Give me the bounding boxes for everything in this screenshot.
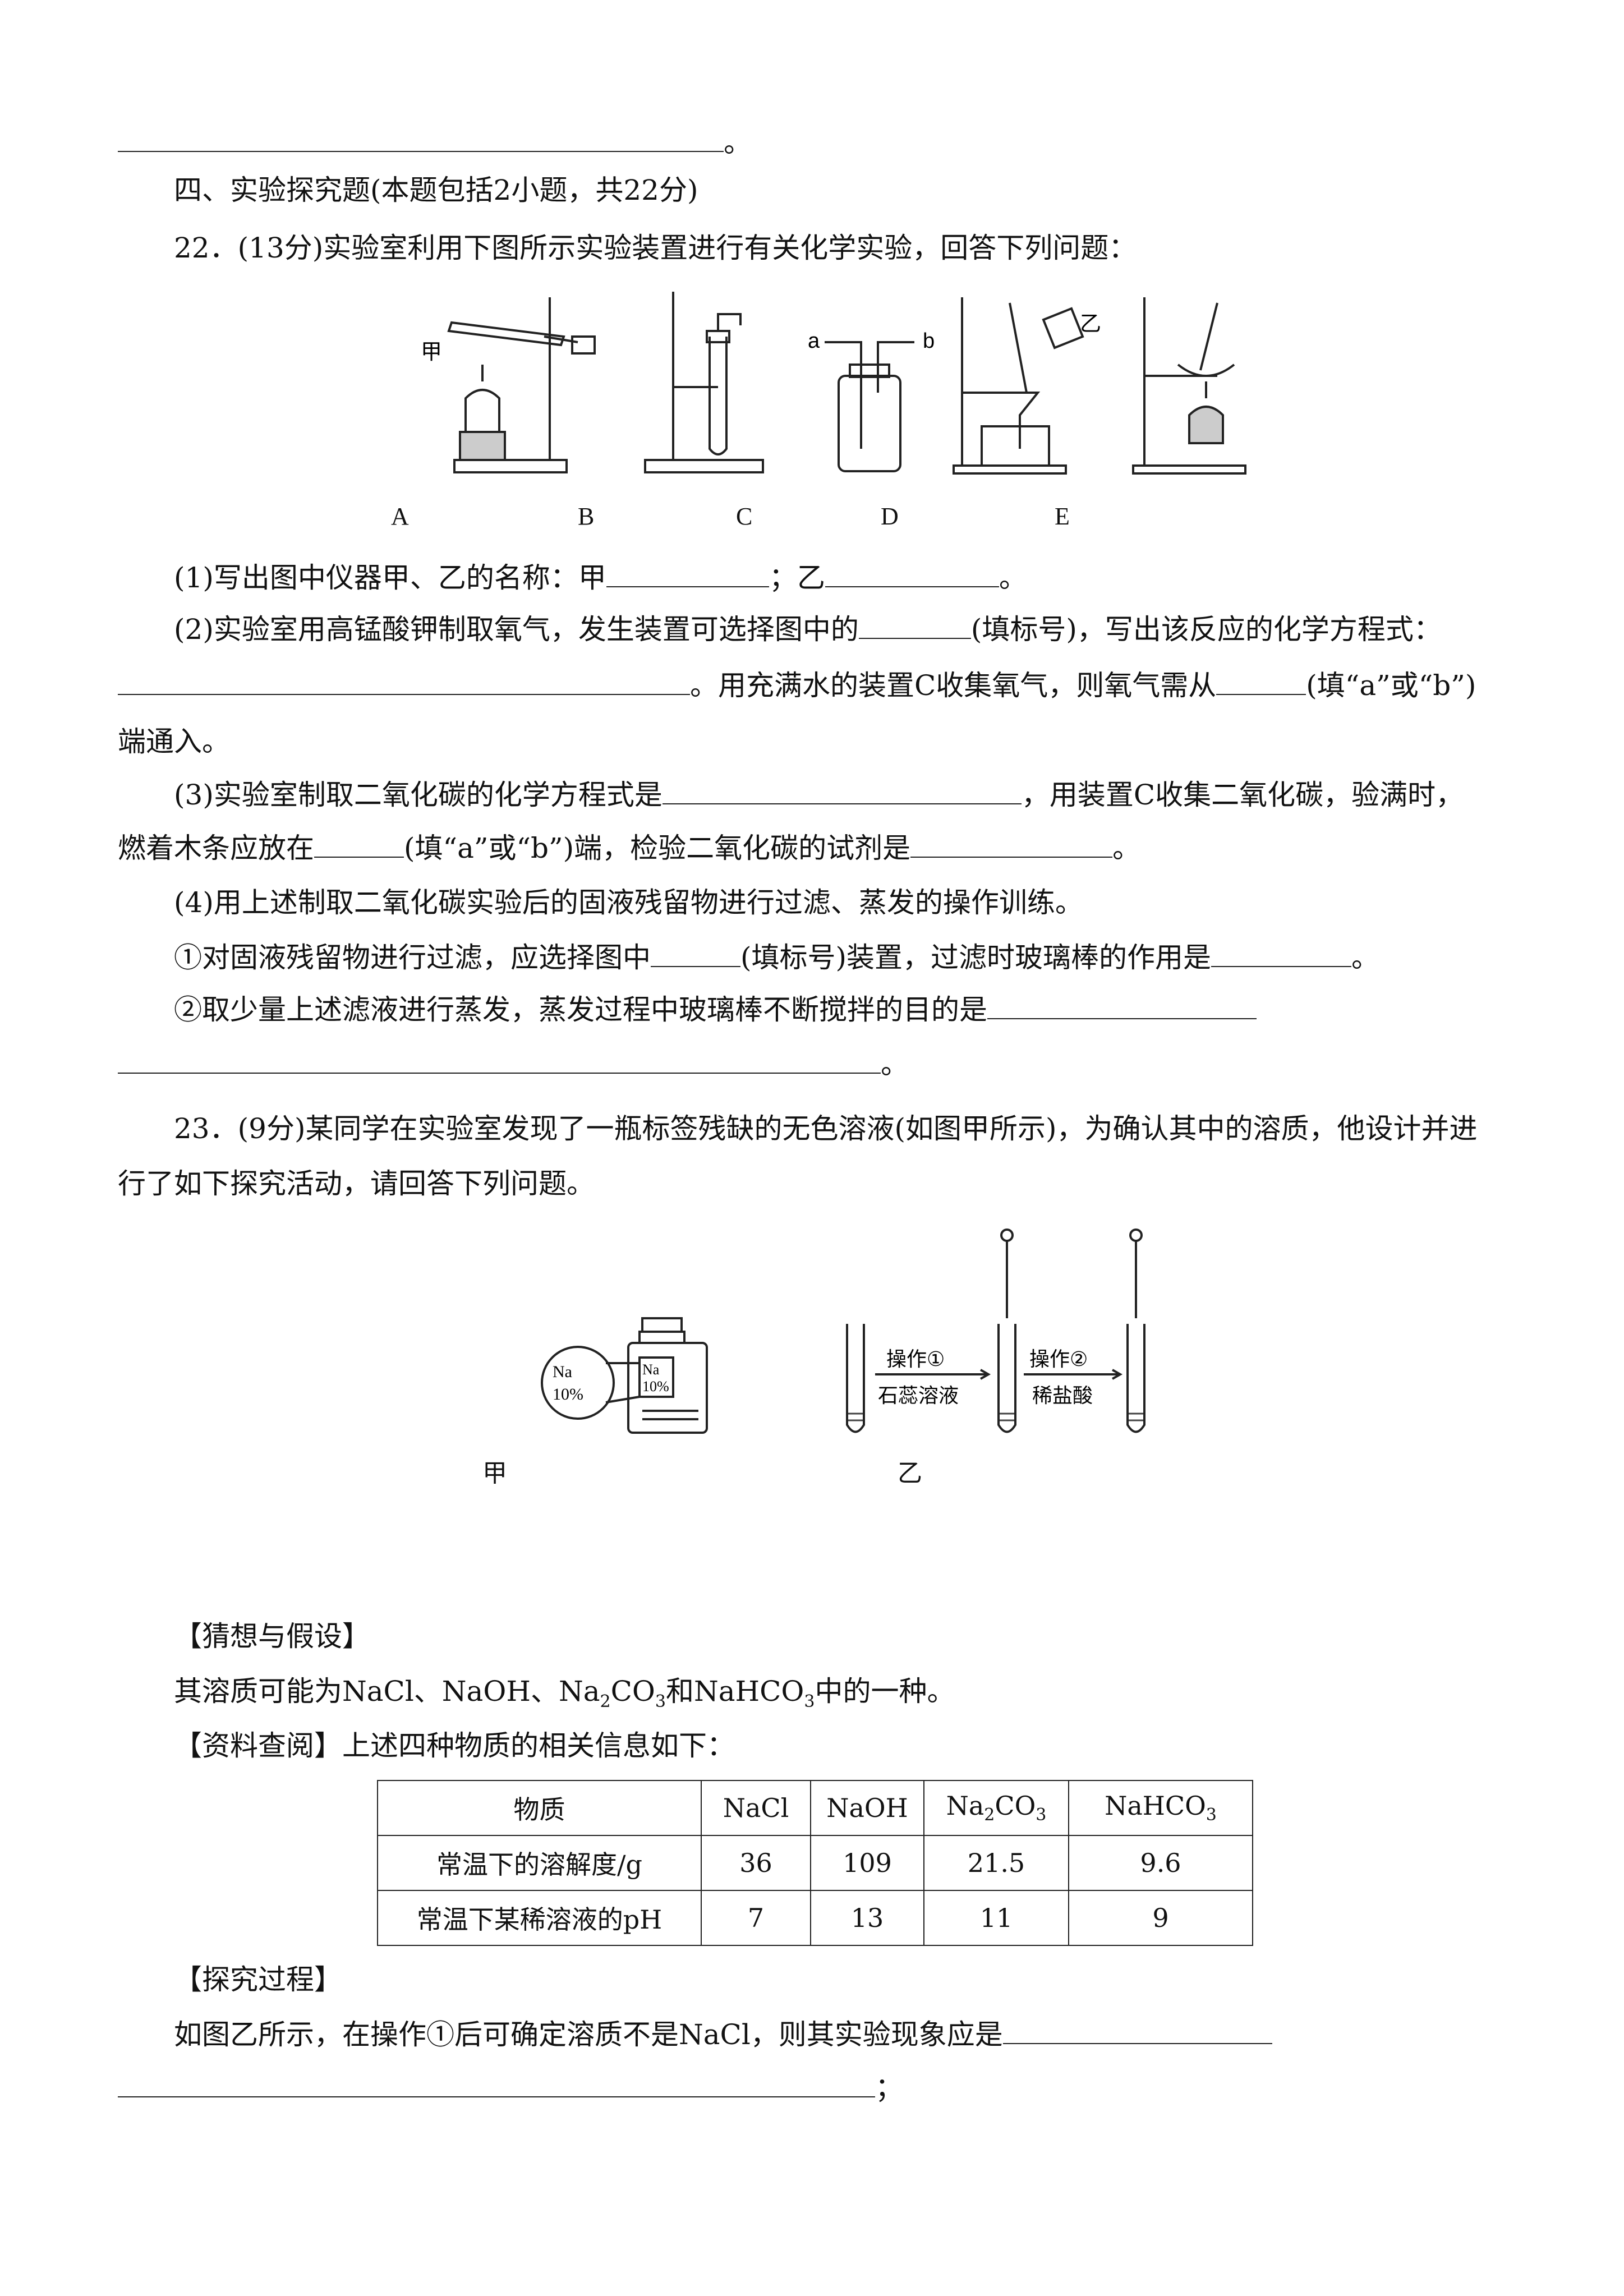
- table-cell: 9.6: [1068, 1835, 1253, 1891]
- op1-reagent: 石蕊溶液: [878, 1384, 959, 1407]
- fig-letter-e: E: [1055, 503, 1070, 530]
- q22-part4-item2: ②取少量上述滤液进行蒸发，蒸发过程中玻璃棒不断搅拌的目的是: [174, 992, 1257, 1028]
- info-heading: 【资料查阅】上述四种物质的相关信息如下：: [174, 1729, 735, 1762]
- q22-part2-line1: (2)实验室用高锰酸钾制取氧气，发生装置可选择图中的(填标号)，写出该反应的化学…: [174, 613, 1442, 646]
- label-yi: 乙: [1080, 311, 1101, 336]
- bottle-label-percent: 10%: [553, 1385, 583, 1404]
- bottle-label-na-small: Na: [642, 1361, 660, 1378]
- q22-part4-item2-cont: 。: [118, 1046, 909, 1082]
- q22-part4: (4)用上述制取二氧化碳实验后的固液残留物进行过滤、蒸发的操作训练。: [174, 886, 1083, 919]
- table-header-cell: NaOH: [810, 1780, 924, 1836]
- q23-testtube-figure: 操作① 石蕊溶液 操作② 稀盐酸: [846, 1228, 1145, 1433]
- apparatus-e: [1132, 297, 1246, 475]
- q22-part3-line1: (3)实验室制取二氧化碳的化学方程式是，用装置C收集二氧化碳，验满时，: [174, 779, 1464, 811]
- table-header-cell: Na2CO3: [923, 1780, 1069, 1836]
- q22-apparatus-figure: 甲 a b 乙: [421, 292, 1246, 475]
- op2-reagent: 稀盐酸: [1032, 1384, 1093, 1407]
- table-cell: 9: [1068, 1890, 1253, 1946]
- section-heading: 四、实验探究题(本题包括2小题，共22分): [174, 174, 698, 206]
- op2-label: 操作②: [1029, 1348, 1088, 1371]
- q22-part4-item1: ①对固液残留物进行过滤，应选择图中(填标号)装置，过滤时玻璃棒的作用是。: [174, 941, 1380, 974]
- q22-part3-line2: 燃着木条应放在(填“a”或“b”)端，检验二氧化碳的试剂是。: [118, 832, 1141, 864]
- fig-letter-d: D: [881, 503, 899, 530]
- table-cell: 常温下的溶解度/g: [377, 1835, 702, 1891]
- table-header-row: 物质 NaCl NaOH Na2CO3 NaHCO3: [377, 1780, 1253, 1836]
- guess-heading: 【猜想与假设】: [174, 1620, 370, 1653]
- label-a: a: [808, 329, 820, 353]
- q23-stem-1: 23．(9分)某同学在实验室发现了一瓶标签残缺的无色溶液(如图甲所示)，为确认其…: [174, 1112, 1478, 1145]
- process-line2: ；: [118, 2070, 903, 2106]
- apparatus-b: [644, 292, 764, 473]
- table-cell: 7: [701, 1890, 811, 1946]
- apparatus-d: [953, 297, 1084, 475]
- table-cell: 常温下某稀溶液的pH: [377, 1890, 702, 1946]
- apparatus-a: [447, 297, 596, 473]
- fig-letter-b: B: [578, 503, 595, 530]
- q23-stem-2: 行了如下探究活动，请回答下列问题。: [118, 1167, 595, 1200]
- table-cell: 21.5: [923, 1835, 1069, 1891]
- table-header-cell: 物质: [377, 1780, 702, 1836]
- table-cell: 109: [810, 1835, 924, 1891]
- fig-label-yi: 乙: [898, 1459, 922, 1488]
- table-row: 常温下某稀溶液的pH 7 13 11 9: [377, 1890, 1253, 1946]
- answer-line-top: 。: [118, 125, 752, 160]
- process-line1: 如图乙所示，在操作①后可确定溶质不是NaCl，则其实验现象应是: [174, 2017, 1272, 2053]
- process-heading: 【探究过程】: [174, 1963, 342, 1996]
- label-b: b: [923, 329, 935, 353]
- q22-part2-line2: 。用充满水的装置C收集氧气，则氧气需从(填“a”或“b”): [118, 668, 1476, 703]
- table-cell: 13: [810, 1890, 924, 1946]
- bottle-label-percent-small: 10%: [642, 1378, 669, 1395]
- fig-label-jia: 甲: [482, 1459, 507, 1488]
- table-header-cell: NaHCO3: [1068, 1780, 1253, 1836]
- table-header-cell: NaCl: [701, 1780, 811, 1836]
- guess-text: 其溶质可能为NaCl、NaOH、Na2CO3和NaHCO3中的一种。: [174, 1675, 955, 1711]
- q22-part2-line3: 端通入。: [118, 725, 230, 758]
- label-jia: 甲: [421, 339, 442, 364]
- q23-bottle-figure: Na 10% Na 10%: [541, 1317, 708, 1434]
- fig-letter-a: A: [391, 503, 409, 530]
- op1-label: 操作①: [886, 1348, 945, 1371]
- table-cell: 36: [701, 1835, 811, 1891]
- q22-part1: (1)写出图中仪器甲、乙的名称：甲；乙。: [174, 562, 1027, 594]
- table-row: 常温下的溶解度/g 36 109 21.5 9.6: [377, 1835, 1253, 1891]
- substance-info-table: 物质 NaCl NaOH Na2CO3 NaHCO3 常温下的溶解度/g 36 …: [377, 1780, 1253, 1946]
- fig-letter-c: C: [736, 503, 753, 530]
- q22-stem: 22．(13分)实验室利用下图所示实验装置进行有关化学实验，回答下列问题：: [174, 232, 1137, 264]
- table-cell: 11: [923, 1890, 1069, 1946]
- apparatus-c: [825, 341, 914, 472]
- bottle-label-na: Na: [553, 1363, 572, 1381]
